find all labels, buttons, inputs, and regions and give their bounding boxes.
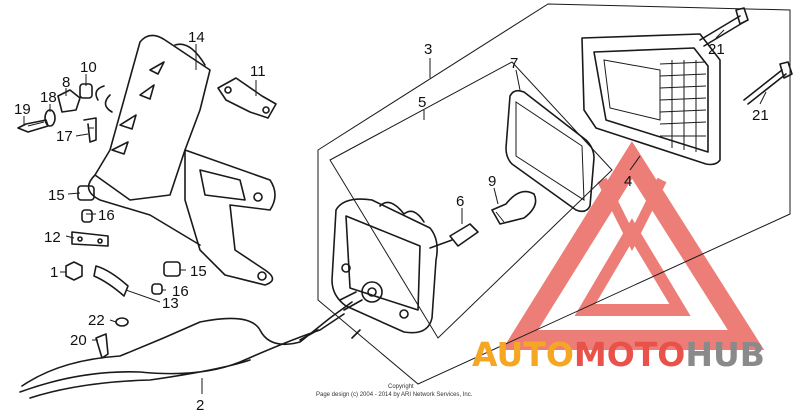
callout-15a: 15 — [48, 187, 65, 204]
watermark-hub: HUB — [685, 335, 765, 374]
assembly-outline-5 — [329, 61, 613, 339]
callout-18: 18 — [40, 89, 57, 106]
hardware-left — [17, 83, 181, 359]
callout-16b: 16 — [172, 283, 189, 300]
wire-harness — [19, 301, 353, 399]
callout-5: 5 — [418, 94, 426, 111]
callout-14: 14 — [188, 29, 205, 46]
lamp-base-5 — [331, 198, 438, 334]
callout-12: 12 — [44, 229, 61, 246]
callout-3: 3 — [424, 41, 432, 58]
callout-6: 6 — [456, 193, 464, 210]
copyright-line-1: Copyright — [388, 384, 414, 390]
callout-9: 9 — [488, 173, 496, 190]
callout-2: 2 — [196, 397, 204, 414]
callout-11: 11 — [250, 63, 266, 80]
callout-10: 10 — [80, 59, 97, 76]
copyright-line-2: Page design (c) 2004 - 2014 by ARI Netwo… — [316, 392, 473, 398]
watermark-logo — [502, 141, 765, 350]
gasket-7 — [505, 89, 595, 213]
callout-13: 13 — [162, 295, 179, 312]
mounting-plate-11 — [217, 77, 277, 119]
watermark-wordmark: AUTOMOTOHUB — [472, 335, 765, 374]
tail-lens-4 — [581, 33, 721, 166]
callout-19: 19 — [14, 101, 31, 118]
bulb-socket-6 — [429, 223, 479, 249]
callout-labels: 14 11 10 8 18 19 17 15 16 12 1 15 16 13 … — [14, 29, 769, 414]
leader-lines — [23, 29, 767, 394]
callout-21a: 21 — [708, 41, 725, 58]
watermark-auto: AUTO — [472, 335, 574, 374]
callout-16a: 16 — [98, 207, 115, 224]
callout-20: 20 — [70, 332, 87, 349]
copyright-notice: Copyright Page design (c) 2004 - 2014 by… — [316, 384, 473, 398]
watermark-moto: MOTO — [574, 335, 685, 374]
assembly-outline-3 — [317, 3, 791, 385]
callout-4: 4 — [624, 173, 632, 190]
screws-21 — [699, 7, 793, 105]
callout-21b: 21 — [752, 107, 769, 124]
callout-17: 17 — [56, 128, 73, 145]
callout-1: 1 — [50, 264, 58, 281]
callout-8: 8 — [62, 74, 70, 91]
callout-15b: 15 — [190, 263, 207, 280]
license-bracket — [87, 34, 276, 286]
callout-22: 22 — [88, 312, 105, 329]
bulb-9 — [491, 190, 537, 225]
callout-7: 7 — [510, 55, 518, 72]
